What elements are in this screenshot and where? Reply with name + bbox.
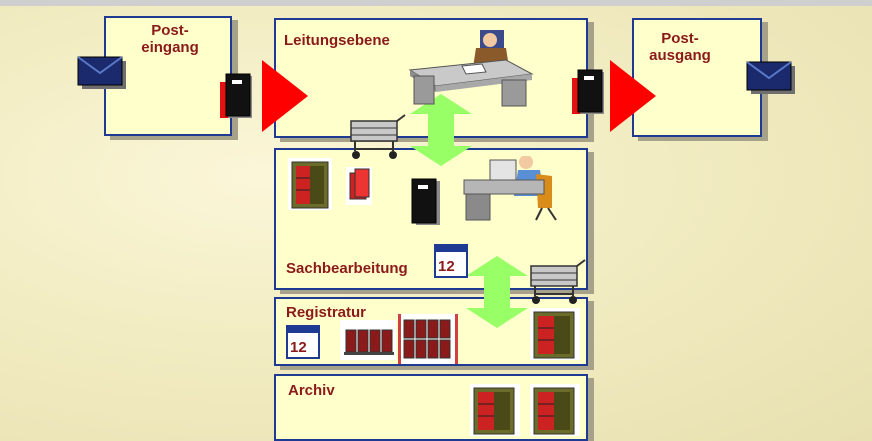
archiv-label: Archiv xyxy=(288,382,335,399)
registratur-label: Registratur xyxy=(286,304,367,321)
postausgang-box: Post- ausgang xyxy=(632,18,762,137)
postausgang-label: Post- ausgang xyxy=(649,30,711,64)
file-folder-icon xyxy=(406,177,442,227)
envelope-icon xyxy=(76,55,128,91)
sachbearbeitung-label: Sachbearbeitung xyxy=(286,260,408,277)
calendar-date: 12 xyxy=(290,339,307,356)
trolley-icon xyxy=(347,113,409,161)
big-red-arrow xyxy=(262,60,308,132)
leitungsebene-label: Leitungsebene xyxy=(284,32,390,49)
executive-desk-icon xyxy=(406,30,536,108)
calendar-icon: 12 xyxy=(434,244,468,278)
posteingang-label: Post- eingang xyxy=(141,22,199,56)
top-border xyxy=(0,0,872,6)
cabinet-icon xyxy=(288,158,332,210)
cabinet-icon xyxy=(470,384,520,436)
clerk-desk-icon xyxy=(462,156,562,222)
envelope-icon xyxy=(745,60,797,96)
cabinet-icon xyxy=(530,384,580,436)
green-double-arrow xyxy=(466,256,528,328)
shelf-icon xyxy=(340,320,396,360)
calendar-icon: 12 xyxy=(286,325,320,359)
green-double-arrow xyxy=(410,94,472,166)
calendar-date: 12 xyxy=(438,258,455,275)
shelf-icon xyxy=(398,314,458,364)
big-red-arrow xyxy=(610,60,656,132)
file-folder-icon xyxy=(218,72,254,120)
file-folder-icon xyxy=(570,68,606,116)
trolley-icon xyxy=(527,258,589,306)
file-binder-icon xyxy=(346,167,372,205)
cabinet-icon xyxy=(530,308,580,360)
